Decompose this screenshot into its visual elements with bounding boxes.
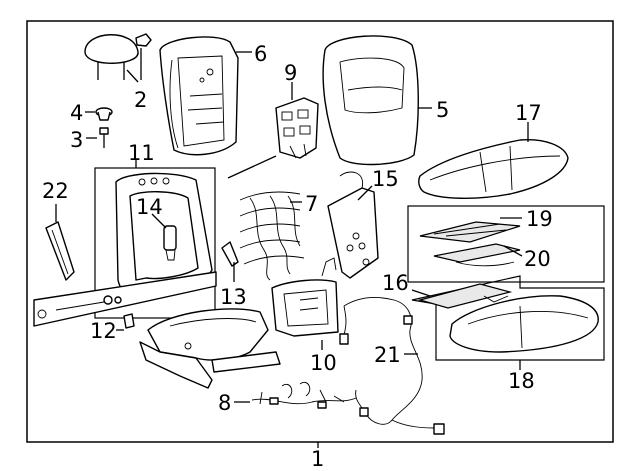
leader-16: [411, 289, 431, 297]
seat-cushion-pad: [418, 139, 569, 199]
callout-11: 11: [128, 141, 155, 165]
callout-12: 12: [90, 319, 117, 343]
callout-6: 6: [254, 42, 267, 66]
small-bolt: [123, 313, 135, 329]
heater-pad-seat: [417, 283, 513, 309]
callout-2: 2: [134, 88, 147, 112]
lumbar-bracket: [275, 97, 319, 159]
callout-17: 17: [515, 101, 542, 125]
callout-8: 8: [218, 391, 231, 415]
seat-module: [271, 257, 339, 337]
heater-group-box: [407, 205, 605, 283]
trim-bar: [33, 271, 217, 327]
callout-5: 5: [436, 98, 449, 122]
back-panel: [327, 171, 379, 279]
callout-15: 15: [372, 167, 399, 191]
cushion-group-box: [411, 275, 605, 361]
callout-22: 22: [42, 179, 69, 203]
callout-13: 13: [220, 285, 247, 309]
callout-9: 9: [284, 61, 297, 85]
callout-10: 10: [310, 351, 337, 375]
callout-19: 19: [526, 207, 553, 231]
callout-1: 1: [311, 447, 324, 471]
callout-18: 18: [508, 369, 535, 393]
callout-21: 21: [374, 343, 401, 367]
wire-harness-main: [339, 297, 445, 435]
headrest-guide-clip: [135, 33, 152, 47]
diagram-frame: [26, 20, 614, 443]
heater-pad-front: [433, 243, 521, 267]
seat-cushion-foam: [449, 295, 599, 353]
wire-clip: [221, 241, 239, 282]
frame-group-box: [94, 167, 216, 319]
leader-20: [503, 245, 523, 257]
spring-mat: [227, 155, 305, 281]
leader-15: [357, 185, 373, 201]
back-cover: [159, 36, 239, 156]
side-trim: [45, 221, 75, 281]
wire-harness-lower: [251, 382, 357, 409]
heater-pad-back: [419, 221, 521, 243]
bolt: [99, 127, 109, 148]
callout-4: 4: [70, 101, 83, 125]
callout-14: 14: [136, 195, 163, 219]
seat-adjuster: [139, 308, 281, 389]
headrest-guide: [95, 107, 113, 121]
callout-16: 16: [382, 271, 409, 295]
callout-3: 3: [70, 128, 83, 152]
back-cushion: [322, 35, 419, 166]
callout-20: 20: [524, 247, 551, 271]
leader-14: [151, 213, 167, 229]
callout-7: 7: [305, 192, 318, 216]
lumbar-motor: [163, 225, 177, 261]
leader-2: [126, 48, 142, 83]
headrest: [84, 34, 139, 80]
